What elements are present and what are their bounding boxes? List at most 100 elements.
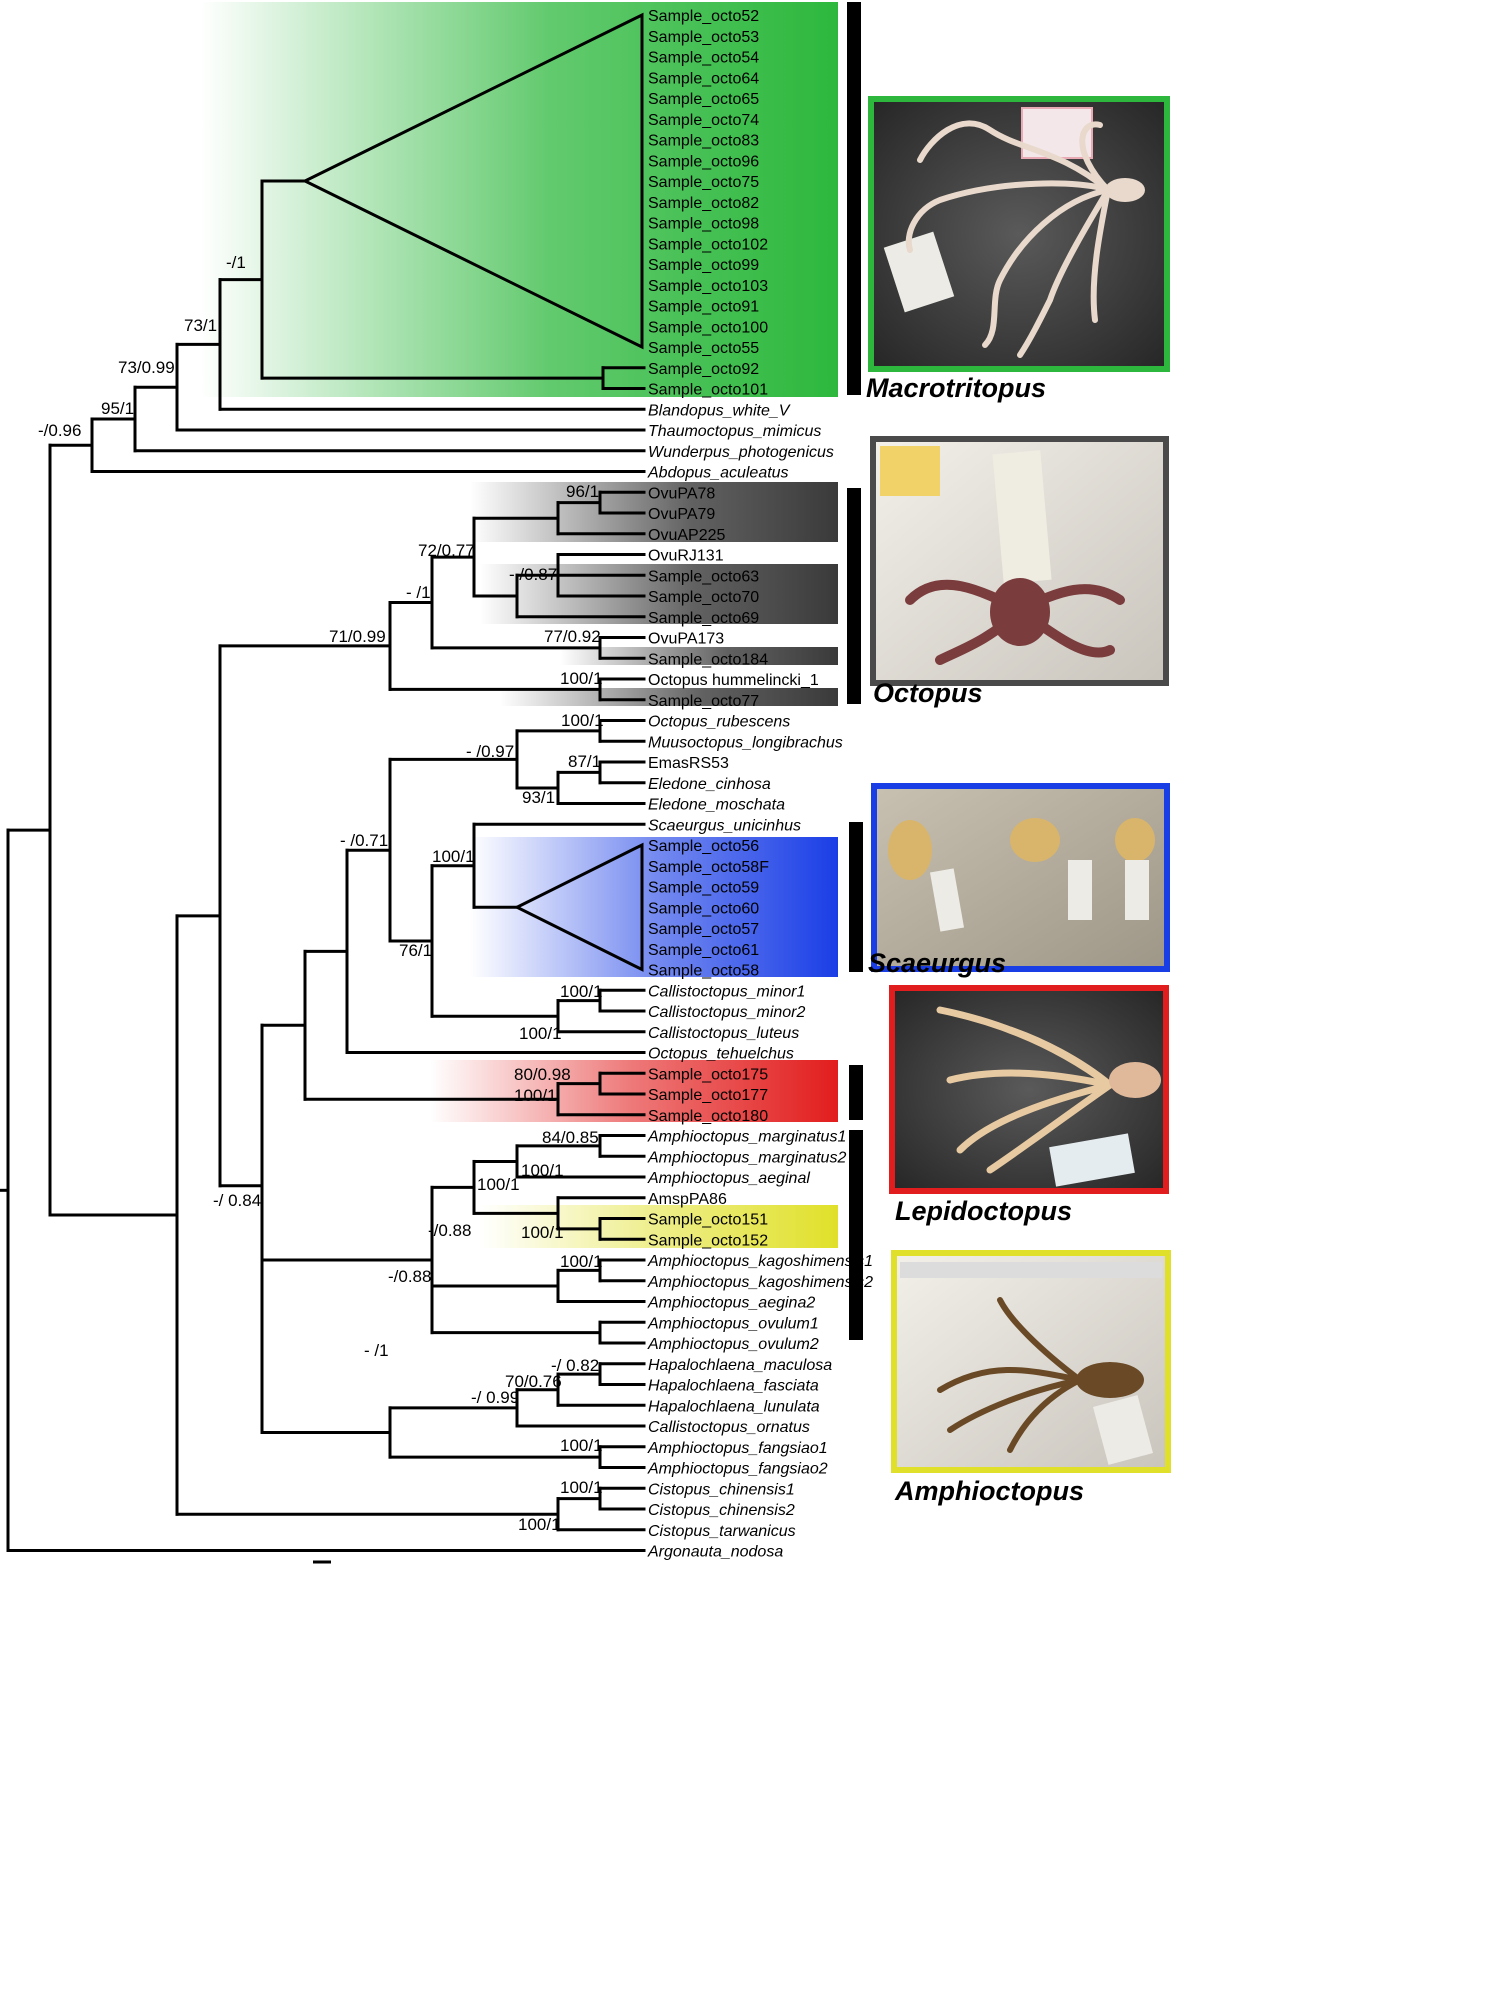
tip-label: Sample_octo103 [648, 278, 768, 295]
support-value: 100/1 [560, 982, 603, 1001]
support-value: - /1 [364, 1341, 389, 1360]
tip-label: Sample_octo82 [648, 195, 759, 212]
support-value: -/0.96 [38, 421, 81, 440]
tip-label: Sample_octo98 [648, 216, 759, 233]
support-value: 73/1 [184, 316, 217, 335]
support-value: 93/1 [522, 788, 555, 807]
support-value: 96/1 [566, 482, 599, 501]
tip-label: Cistopus_chinensis1 [648, 1481, 795, 1498]
tip-label: Sample_octo83 [648, 133, 759, 150]
support-value: 73/0.99 [118, 358, 175, 377]
tip-label: Sample_octo99 [648, 257, 759, 274]
tip-label: Amphioctopus_kagoshimensis2 [647, 1274, 873, 1291]
highlight-octopus-1 [470, 482, 838, 542]
tip-label: OvuPA78 [648, 485, 715, 502]
tip-label: Callistoctopus_luteus [648, 1025, 799, 1042]
clade-bar-lepidoctopus [849, 1065, 863, 1120]
tip-label: OvuAP225 [648, 527, 725, 544]
tip-label: Hapalochlaena_maculosa [648, 1357, 832, 1374]
tip-label: Sample_octo175 [648, 1066, 768, 1083]
support-value: 100/1 [521, 1161, 564, 1180]
tip-label: Scaeurgus_unicinhus [648, 817, 801, 834]
support-value: 77/0.92 [544, 627, 601, 646]
tip-label: Sample_octo74 [648, 112, 759, 129]
tip-label: Sample_octo75 [648, 174, 759, 191]
support-value: - /0.87 [509, 565, 557, 584]
support-value: 70/0.76 [505, 1372, 562, 1391]
tip-label: Sample_octo151 [648, 1212, 768, 1229]
collapsed-clade-triangle [513, 842, 644, 972]
clade-bar-amphioctopus [849, 1130, 863, 1340]
support-value: 100/1 [432, 847, 475, 866]
clade-highlights [200, 2, 838, 1248]
support-value: 100/1 [521, 1223, 564, 1242]
photo-lepidoctopus [889, 985, 1169, 1194]
photo-scaeurgus [871, 783, 1170, 972]
tip-label: Sample_octo52 [648, 8, 759, 25]
support-value: 95/1 [101, 399, 134, 418]
tip-label: Cistopus_tarwanicus [648, 1523, 796, 1540]
tip-label: Sample_octo55 [648, 340, 759, 357]
clade-label-macrotritopus: Macrotritopus [866, 373, 1046, 403]
tip-label: Amphioctopus_aegina2 [647, 1295, 815, 1312]
tip-label: AmspPA86 [648, 1191, 727, 1208]
clade-bar-scaeurgus [849, 822, 863, 972]
tip-label: Sample_octo53 [648, 29, 759, 46]
tip-label: Sample_octo92 [648, 361, 759, 378]
tip-label: Amphioctopus_fangsiao2 [647, 1461, 828, 1478]
tip-label: Abdopus_aculeatus [647, 465, 789, 482]
tip-label: Sample_octo152 [648, 1232, 768, 1249]
tip-label: Octopus_rubescens [648, 714, 790, 731]
clade-label-amphioctopus: Amphioctopus [894, 1476, 1084, 1506]
tip-label: Sample_octo64 [648, 70, 759, 87]
tip-label: Amphioctopus_fangsiao1 [647, 1440, 828, 1457]
support-value: 100/1 [560, 669, 603, 688]
tip-label: Sample_octo65 [648, 91, 759, 108]
tip-label: Sample_octo180 [648, 1108, 768, 1125]
clade-label-scaeurgus: Scaeurgus [868, 948, 1006, 978]
tip-label: OvuPA173 [648, 631, 724, 648]
support-value: 100/1 [560, 1478, 603, 1497]
clade-label-lepidoctopus: Lepidoctopus [895, 1196, 1072, 1226]
support-value: - /1 [406, 583, 431, 602]
tip-label: Amphioctopus_marginatus1 [647, 1129, 846, 1146]
tip-label: Callistoctopus_minor1 [648, 983, 805, 1000]
tip-label: Sample_octo184 [648, 651, 768, 668]
tip-label: Amphioctopus_kagoshimensis1 [647, 1253, 873, 1270]
tip-label: Sample_octo102 [648, 236, 768, 253]
tip-label: Eledone_cinhosa [648, 776, 771, 793]
support-value: -/ 0.99 [471, 1388, 519, 1407]
clade-bar-octopus [847, 488, 861, 704]
tip-label: Wunderpus_photogenicus [648, 444, 834, 461]
tip-label: Sample_octo58F [648, 859, 769, 876]
tip-label: Sample_octo100 [648, 319, 768, 336]
tip-label: Sample_octo69 [648, 610, 759, 627]
clade-label-octopus: Octopus [873, 678, 983, 708]
tip-label: EmasRS53 [648, 755, 729, 772]
highlight-lepidoctopus [430, 1060, 838, 1122]
support-value: -/ 0.84 [213, 1191, 261, 1210]
photo-macrotritopus [868, 96, 1170, 372]
tip-label: Callistoctopus_ornatus [648, 1419, 810, 1436]
highlight-octopus-4 [500, 688, 838, 706]
tip-label: Argonauta_nodosa [647, 1544, 783, 1561]
support-value: -/0.88 [428, 1221, 471, 1240]
support-value: 72/0.77 [418, 541, 475, 560]
photo-octopus [870, 436, 1169, 686]
tip-label: Sample_octo58 [648, 963, 759, 980]
support-value: 100/1 [514, 1086, 557, 1105]
tip-label: Hapalochlaena_fasciata [648, 1378, 819, 1395]
support-value: -/ 0.82 [551, 1356, 599, 1375]
highlight-scaeurgus [470, 837, 838, 977]
support-value: 100/1 [519, 1024, 562, 1043]
support-value: - /0.97 [466, 742, 514, 761]
tip-label: Sample_octo91 [648, 299, 759, 316]
tip-label: Sample_octo177 [648, 1087, 768, 1104]
tip-label: Amphioctopus_aeginal [647, 1170, 810, 1187]
tip-label: Cistopus_chinensis2 [648, 1502, 795, 1519]
tip-label: Muusoctopus_longibrachus [648, 734, 843, 751]
collapsed-clade-triangle [301, 12, 644, 350]
support-value: 76/1 [399, 941, 432, 960]
tip-label: Sample_octo57 [648, 921, 759, 938]
